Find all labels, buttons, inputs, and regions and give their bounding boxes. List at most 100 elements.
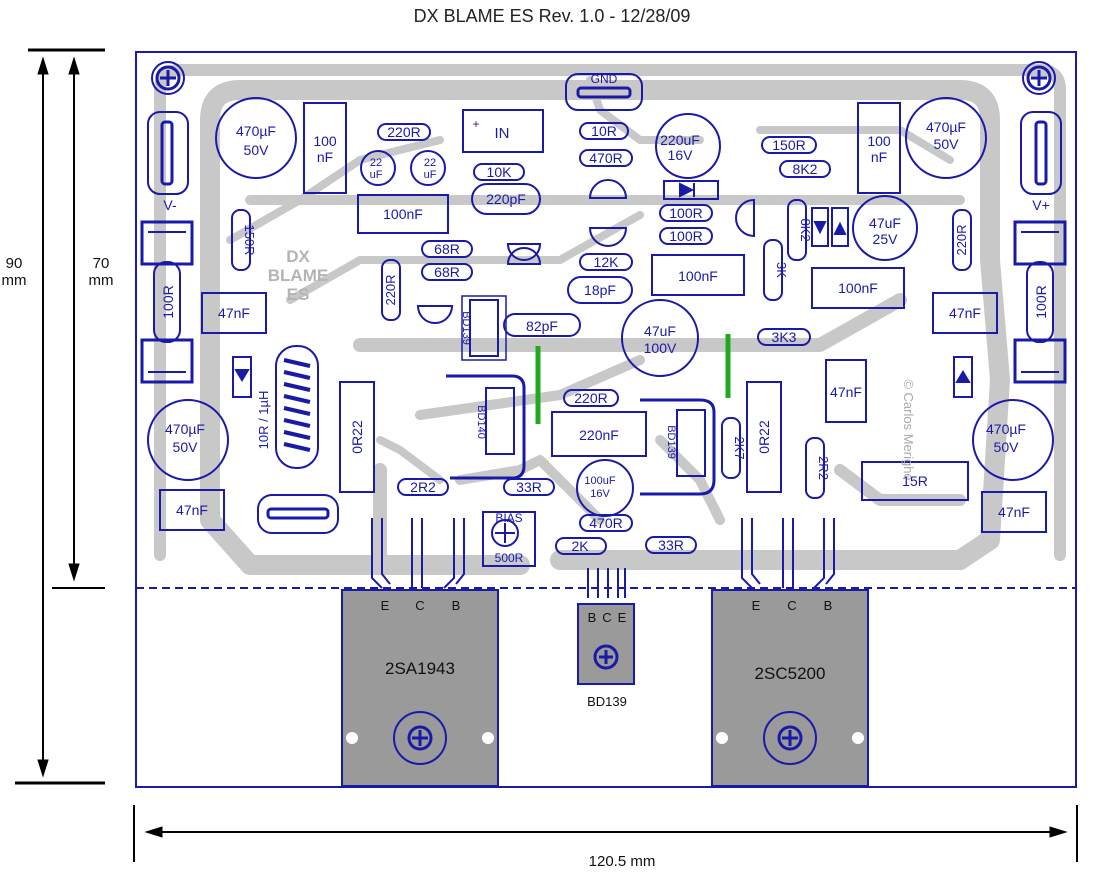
bd139-a [469,299,499,357]
vplus-pad [1020,111,1062,195]
vminus-pad [147,111,189,195]
r12k-val: 12K [594,254,620,270]
pin-2sa1943-e: E [381,598,390,613]
cap-470u-br [972,399,1054,481]
r150-a-val: 150R [772,137,805,153]
dim-70-unit: mm [89,272,114,289]
gnd-pad [565,73,643,111]
pin-2sc5200-c: C [787,598,796,613]
label-bd139: BD139 [587,694,627,709]
r2r2-v-val: 2R2 [816,456,831,480]
dim-width: 120.5 mm [589,853,656,870]
r10k-val: 10K [487,164,513,180]
r220-a-val: 220R [387,124,420,140]
r33-a-val: 33R [516,479,542,495]
cap-22u-b [410,150,446,186]
pin-2sc5200-e: E [752,598,761,613]
transistor-2sc5200 [711,589,869,787]
screw-icon [593,644,619,670]
r68-b-val: 68R [434,264,460,280]
r470-a-val: 470R [589,150,622,166]
r68-a-val: 68R [434,241,460,257]
c100u-v: 16V [590,488,610,500]
c22u-a-u: uF [370,169,383,181]
bd140 [485,387,515,455]
cap-47n-l [201,292,267,334]
r15-val: 15R [902,473,928,489]
c47n-l-val: 47nF [218,305,250,321]
dim-70: 70 [93,255,110,272]
r100-b-val: 100R [669,228,702,244]
cap-47n-m [825,359,867,423]
cap-220n [551,411,647,457]
bias-label: BIAS [495,511,522,525]
c18p-val: 18pF [584,282,616,298]
c82p-val: 82pF [526,318,558,334]
c47u-100v-v: 100V [644,340,677,356]
c22u-b-val: 22 [424,157,436,169]
label-2sa1943: 2SA1943 [385,659,455,678]
pin-bd139-b: B [588,610,597,625]
c220p-val: 220pF [486,191,526,207]
c47n-bl-val: 47nF [176,502,208,518]
c47n-br-val: 47nF [998,504,1030,520]
dim-90: 90 [6,255,23,272]
bd139-b-label: BD139 [665,425,677,459]
diodes [232,180,973,398]
watermark-blame: BLAME [268,266,328,285]
c100n-b-val: 100 [867,133,891,149]
res-0r22-a [339,381,375,493]
cap-47n-bl [159,489,225,531]
vminus-label: V- [163,197,177,213]
watermark-dx: DX [286,247,310,266]
c470u-br-v: 50V [994,439,1020,455]
in-connector [462,109,544,153]
screw-icon [407,725,433,751]
cap-100n-e [811,267,905,309]
small-transistors [416,179,755,567]
r2r2-h-val: 2R2 [410,479,436,495]
cap-220u-16v [655,113,721,179]
cap-22u-a [360,150,396,186]
bias-val: 500R [495,551,524,565]
cap-47n-br [981,491,1047,533]
r100-right: 100R [1033,285,1049,318]
cap-47n-r [932,292,998,334]
cap-100n-c [357,194,449,234]
c470u-bl-v: 50V [173,439,199,455]
inductor [275,345,319,469]
vplus-label: V+ [1032,197,1050,213]
c100n-e-val: 100nF [838,280,878,296]
r0r22-b-val: 0R22 [756,420,772,454]
in-label: IN [495,125,510,142]
in-plus: + [472,117,479,131]
transistor-leads [371,518,835,598]
cap-100n-d [651,254,745,296]
bd140-label: BD140 [475,405,487,439]
r0r22-a-val: 0R22 [349,420,365,454]
c100n-c-val: 100nF [383,206,423,222]
c470u-bl-val: 470µF [165,421,205,437]
c47u-100v-val: 47uF [644,323,676,339]
c22u-b-u: uF [424,169,437,181]
c47n-r-val: 47nF [949,305,981,321]
bd139-a-label: BD139 [460,311,472,345]
gnd-label: GND [591,72,618,86]
pin-2sa1943-b: B [452,598,461,613]
cap-470u-bl [147,399,229,481]
r100-a-val: 100R [669,205,702,221]
r2k-val: 2K [571,538,589,554]
c47u-25v-val: 47uF [869,215,901,231]
out-pad [257,494,339,534]
c100n-a-val: 100 [313,133,337,149]
c47u-25v-v: 25V [873,231,899,247]
pin-bd139-c: C [602,610,611,625]
dimension-lines [15,48,1078,862]
r220-c-val: 220R [383,274,398,305]
pin-2sa1943-c: C [415,598,424,613]
transistor-2sa1943 [341,589,499,787]
cap-100n-b [857,102,901,194]
r470-b-val: 470R [589,515,622,531]
r100-left: 100R [160,285,176,318]
r8k2-a-val: 8K2 [793,161,818,177]
